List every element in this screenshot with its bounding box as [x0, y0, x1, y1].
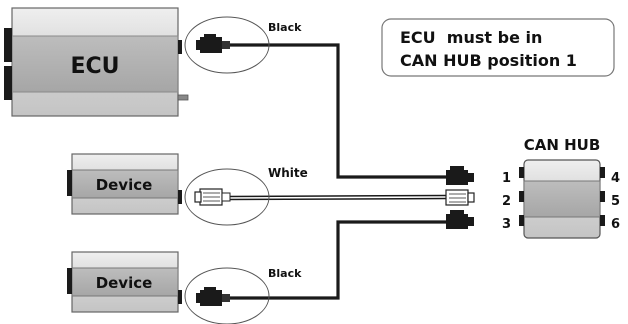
device-label-2: Device	[96, 274, 153, 292]
port-number-4: 4	[611, 171, 620, 186]
ecu-label: ECU	[70, 54, 119, 79]
ecu-module: ECU	[4, 7, 189, 117]
cable-top-black	[222, 43, 446, 179]
note-line-2: CAN HUB position 1	[400, 51, 577, 70]
note-box: ECU must be in CAN HUB position 1	[381, 18, 615, 77]
connector-detail-middle	[184, 168, 270, 226]
cable-bottom-black	[222, 220, 446, 300]
hub-plug-1	[446, 166, 474, 185]
connector-detail-top	[184, 16, 270, 74]
can-hub: CAN HUB	[519, 136, 605, 239]
cable-label-top: Black	[268, 21, 302, 34]
port-number-1: 1	[502, 171, 511, 186]
device-module-1: Device	[67, 153, 182, 215]
port-number-5: 5	[611, 194, 620, 209]
port-number-2: 2	[502, 194, 511, 209]
connector-detail-bottom	[184, 267, 270, 324]
port-number-6: 6	[611, 217, 620, 232]
port-number-3: 3	[502, 217, 511, 232]
device-label-1: Device	[96, 176, 153, 194]
hub-plug-3	[446, 210, 474, 229]
cable-label-middle: White	[268, 166, 308, 180]
can-hub-title: CAN HUB	[524, 136, 601, 154]
device-module-2: Device	[67, 251, 182, 313]
hub-plug-2	[445, 189, 475, 206]
cable-label-bottom: Black	[268, 267, 302, 280]
note-line-1: ECU must be in	[400, 28, 542, 47]
